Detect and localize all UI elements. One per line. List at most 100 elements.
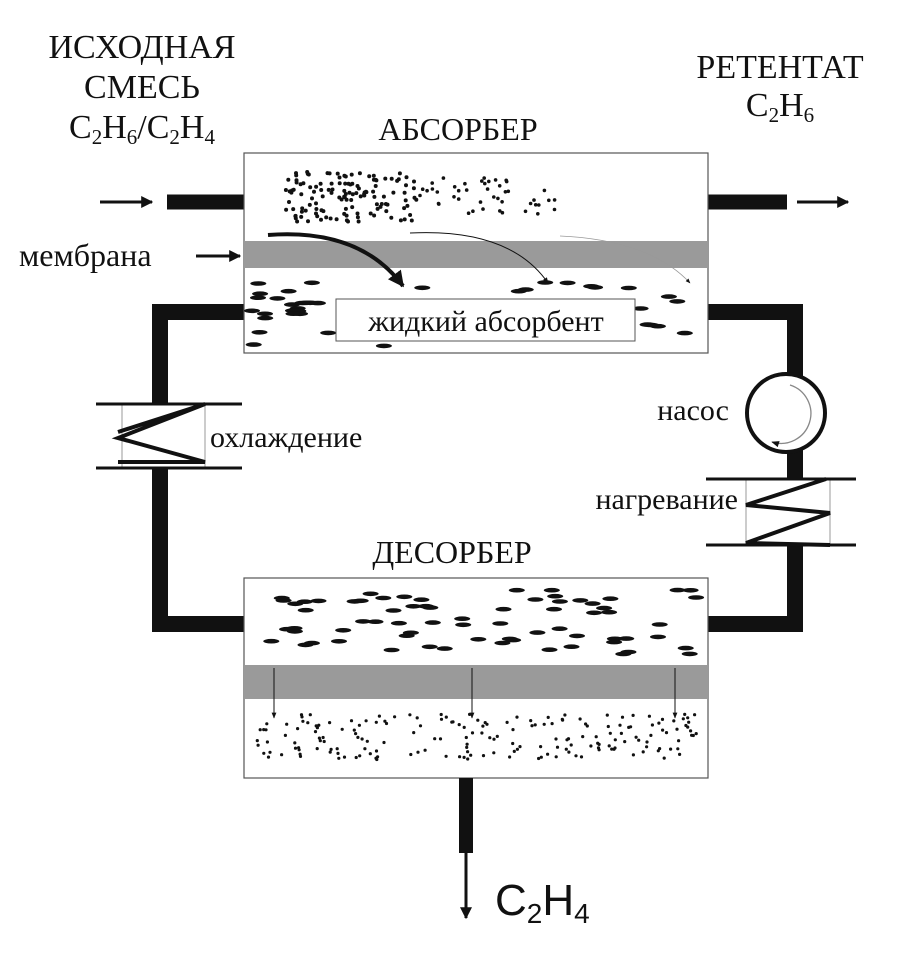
gas-molecule: [476, 718, 480, 722]
gas-molecule: [464, 735, 468, 740]
gas-molecule: [349, 198, 354, 202]
gas-molecule: [291, 207, 296, 212]
gas-molecule: [554, 737, 558, 741]
gas-molecule: [664, 731, 669, 735]
gas-molecule: [337, 195, 342, 200]
gas-molecule: [349, 719, 354, 723]
gas-molecule: [511, 728, 515, 732]
absorbent-molecule: [650, 634, 666, 640]
desorber-vessel: [243, 577, 709, 779]
gas-molecule: [301, 719, 305, 723]
gas-molecule: [363, 189, 368, 194]
absorbent-molecule: [688, 595, 705, 600]
gas-molecule: [283, 188, 288, 192]
gas-molecule: [675, 727, 679, 731]
gas-molecule: [352, 728, 356, 732]
gas-molecule: [492, 195, 496, 199]
gas-molecule: [418, 724, 423, 728]
absorbent-molecule: [454, 616, 471, 621]
gas-molecule: [294, 180, 299, 185]
gas-molecule: [684, 723, 688, 728]
gas-molecule: [468, 712, 472, 717]
gas-molecule: [505, 720, 509, 725]
absorption-flux-arrow: [267, 232, 405, 288]
gas-molecule: [328, 750, 332, 754]
gas-molecule: [554, 755, 558, 759]
gas-molecule: [300, 715, 304, 719]
absorbent-molecule: [296, 599, 313, 604]
absorbent-molecule: [501, 636, 518, 642]
gas-molecule: [567, 750, 571, 754]
membrane-label: мембрана: [19, 237, 152, 273]
gas-molecule: [515, 715, 519, 719]
gas-molecule: [608, 731, 612, 735]
gas-molecule: [458, 755, 462, 759]
absorbent-molecule: [367, 619, 384, 624]
gas-molecule: [319, 188, 324, 192]
gas-molecule: [368, 752, 372, 756]
gas-molecule: [317, 736, 321, 740]
absorbent-molecule: [424, 620, 441, 625]
gas-molecule: [409, 752, 413, 757]
gas-molecule: [618, 723, 622, 727]
gas-molecule: [374, 202, 379, 207]
gas-molecule: [363, 747, 367, 751]
gas-molecule: [367, 174, 372, 179]
gas-molecule: [503, 190, 508, 194]
gas-molecule: [375, 206, 380, 211]
gas-molecule: [537, 756, 541, 761]
gas-molecule: [262, 751, 266, 755]
gas-molecule: [317, 723, 321, 727]
gas-molecule: [268, 750, 272, 754]
cooling-label: охлаждение: [210, 421, 362, 454]
gas-molecule: [539, 745, 543, 749]
gas-molecule: [564, 747, 568, 751]
gas-molecule: [689, 729, 693, 733]
gas-molecule: [518, 745, 522, 749]
gas-molecule: [314, 201, 318, 206]
absorbent-molecule: [252, 291, 269, 297]
gas-molecule: [565, 738, 569, 742]
absorbent-molecule: [651, 622, 668, 627]
gas-molecule: [416, 750, 420, 754]
gas-molecule: [645, 740, 649, 744]
gas-molecule: [533, 203, 538, 207]
gas-molecule: [607, 744, 611, 748]
absorbent-molecule: [355, 619, 372, 624]
gas-molecule: [280, 753, 284, 757]
gas-molecule: [372, 213, 377, 218]
gas-molecule: [430, 187, 435, 191]
gas-molecule: [389, 215, 394, 220]
gas-molecule: [286, 177, 291, 182]
gas-molecule: [383, 202, 388, 206]
absorbent-molecule: [529, 630, 546, 635]
gas-molecule: [444, 715, 448, 719]
absorber-gas-molecules: [283, 170, 557, 224]
gas-molecule: [657, 721, 661, 725]
gas-molecule: [405, 203, 410, 208]
gas-molecule: [480, 731, 484, 735]
gas-molecule: [371, 189, 376, 194]
absorbent-molecule: [669, 299, 686, 304]
gas-molecule: [335, 747, 339, 751]
gas-molecule: [318, 181, 323, 186]
absorbent-molecule: [335, 628, 352, 633]
gas-molecule: [462, 725, 466, 730]
gas-molecule: [356, 219, 361, 224]
gas-molecule: [284, 207, 289, 212]
absorbent-molecule: [682, 588, 699, 593]
absorbent-molecule: [375, 343, 392, 349]
gas-molecule: [305, 170, 310, 174]
gas-molecule: [347, 190, 352, 195]
absorbent-molecule: [396, 594, 413, 600]
gas-molecule: [346, 219, 350, 224]
gas-molecule: [687, 720, 691, 724]
gas-molecule: [693, 713, 697, 717]
gas-molecule: [660, 717, 665, 722]
gas-molecule: [546, 715, 550, 720]
gas-molecule: [349, 172, 354, 177]
absorbent-molecule: [352, 598, 369, 604]
gas-molecule: [354, 755, 358, 760]
gas-molecule: [450, 720, 454, 724]
gas-molecule: [594, 735, 598, 739]
